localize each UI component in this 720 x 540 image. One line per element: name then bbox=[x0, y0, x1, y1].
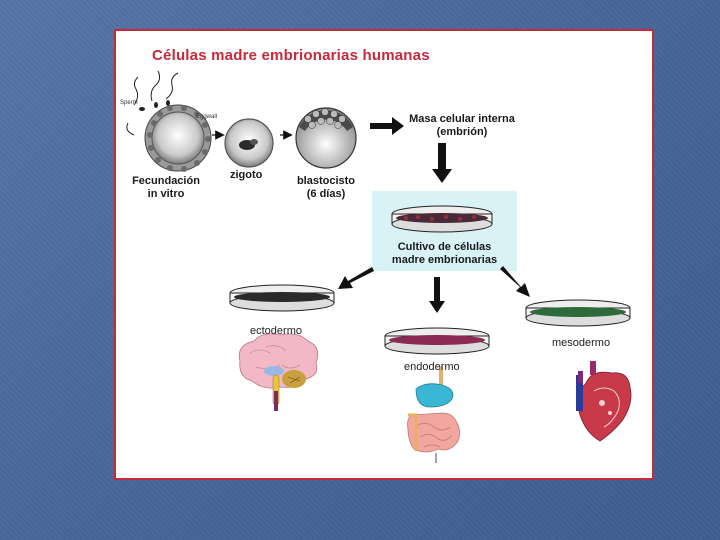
label-endodermo: endodermo bbox=[404, 361, 460, 373]
label-masa-line1: Masa celular interna bbox=[409, 113, 515, 125]
label-blastocisto-line2: (6 días) bbox=[306, 188, 346, 200]
label-ectodermo: ectodermo bbox=[250, 325, 302, 337]
ectoderm-dish-icon bbox=[229, 284, 335, 312]
arrow-to-culture bbox=[432, 143, 452, 183]
label-masa-line2: (embrión) bbox=[436, 126, 488, 138]
slide-title: Células madre embrionarias humanas bbox=[152, 47, 430, 64]
label-cultivo-line2: madre embrionarias bbox=[391, 254, 498, 266]
label-fecundacion: Fecundación in vitro bbox=[124, 175, 208, 201]
label-blastocisto: blastocisto (6 días) bbox=[286, 175, 366, 201]
mesoderm-dish-icon bbox=[525, 299, 631, 327]
arrow-to-inner-mass bbox=[370, 117, 404, 135]
label-zigoto: zigoto bbox=[230, 169, 263, 181]
label-cultivo-line1: Cultivo de células bbox=[397, 241, 492, 253]
label-fecundacion-line2: in vitro bbox=[147, 188, 185, 200]
diagram-canvas bbox=[126, 70, 632, 463]
label-masa-celular: Masa celular interna (embrión) bbox=[400, 113, 524, 139]
label-fecundacion-line1: Fecundación bbox=[132, 175, 200, 187]
digestive-tract-icon bbox=[407, 367, 460, 463]
slide-panel: Células madre embrionarias humanas bbox=[114, 29, 654, 480]
arrow-to-endoderm bbox=[429, 277, 445, 313]
blastocyst-icon bbox=[295, 107, 357, 169]
label-sperm: Sperm bbox=[120, 100, 138, 106]
egg-cell-icon bbox=[126, 70, 212, 172]
label-mesodermo: mesodermo bbox=[552, 337, 611, 349]
brain-icon bbox=[238, 333, 319, 411]
arrow-to-mesoderm bbox=[500, 266, 530, 297]
arrow-to-ectoderm bbox=[338, 267, 374, 289]
label-cultivo: Cultivo de células madre embrionarias bbox=[372, 241, 517, 267]
petri-dish-icon bbox=[391, 205, 493, 233]
label-blastocisto-line1: blastocisto bbox=[296, 175, 356, 187]
heart-icon bbox=[576, 361, 632, 442]
zygote-icon bbox=[224, 118, 274, 168]
endoderm-dish-icon bbox=[384, 327, 490, 355]
label-eggwall: Eggwall bbox=[196, 114, 218, 120]
